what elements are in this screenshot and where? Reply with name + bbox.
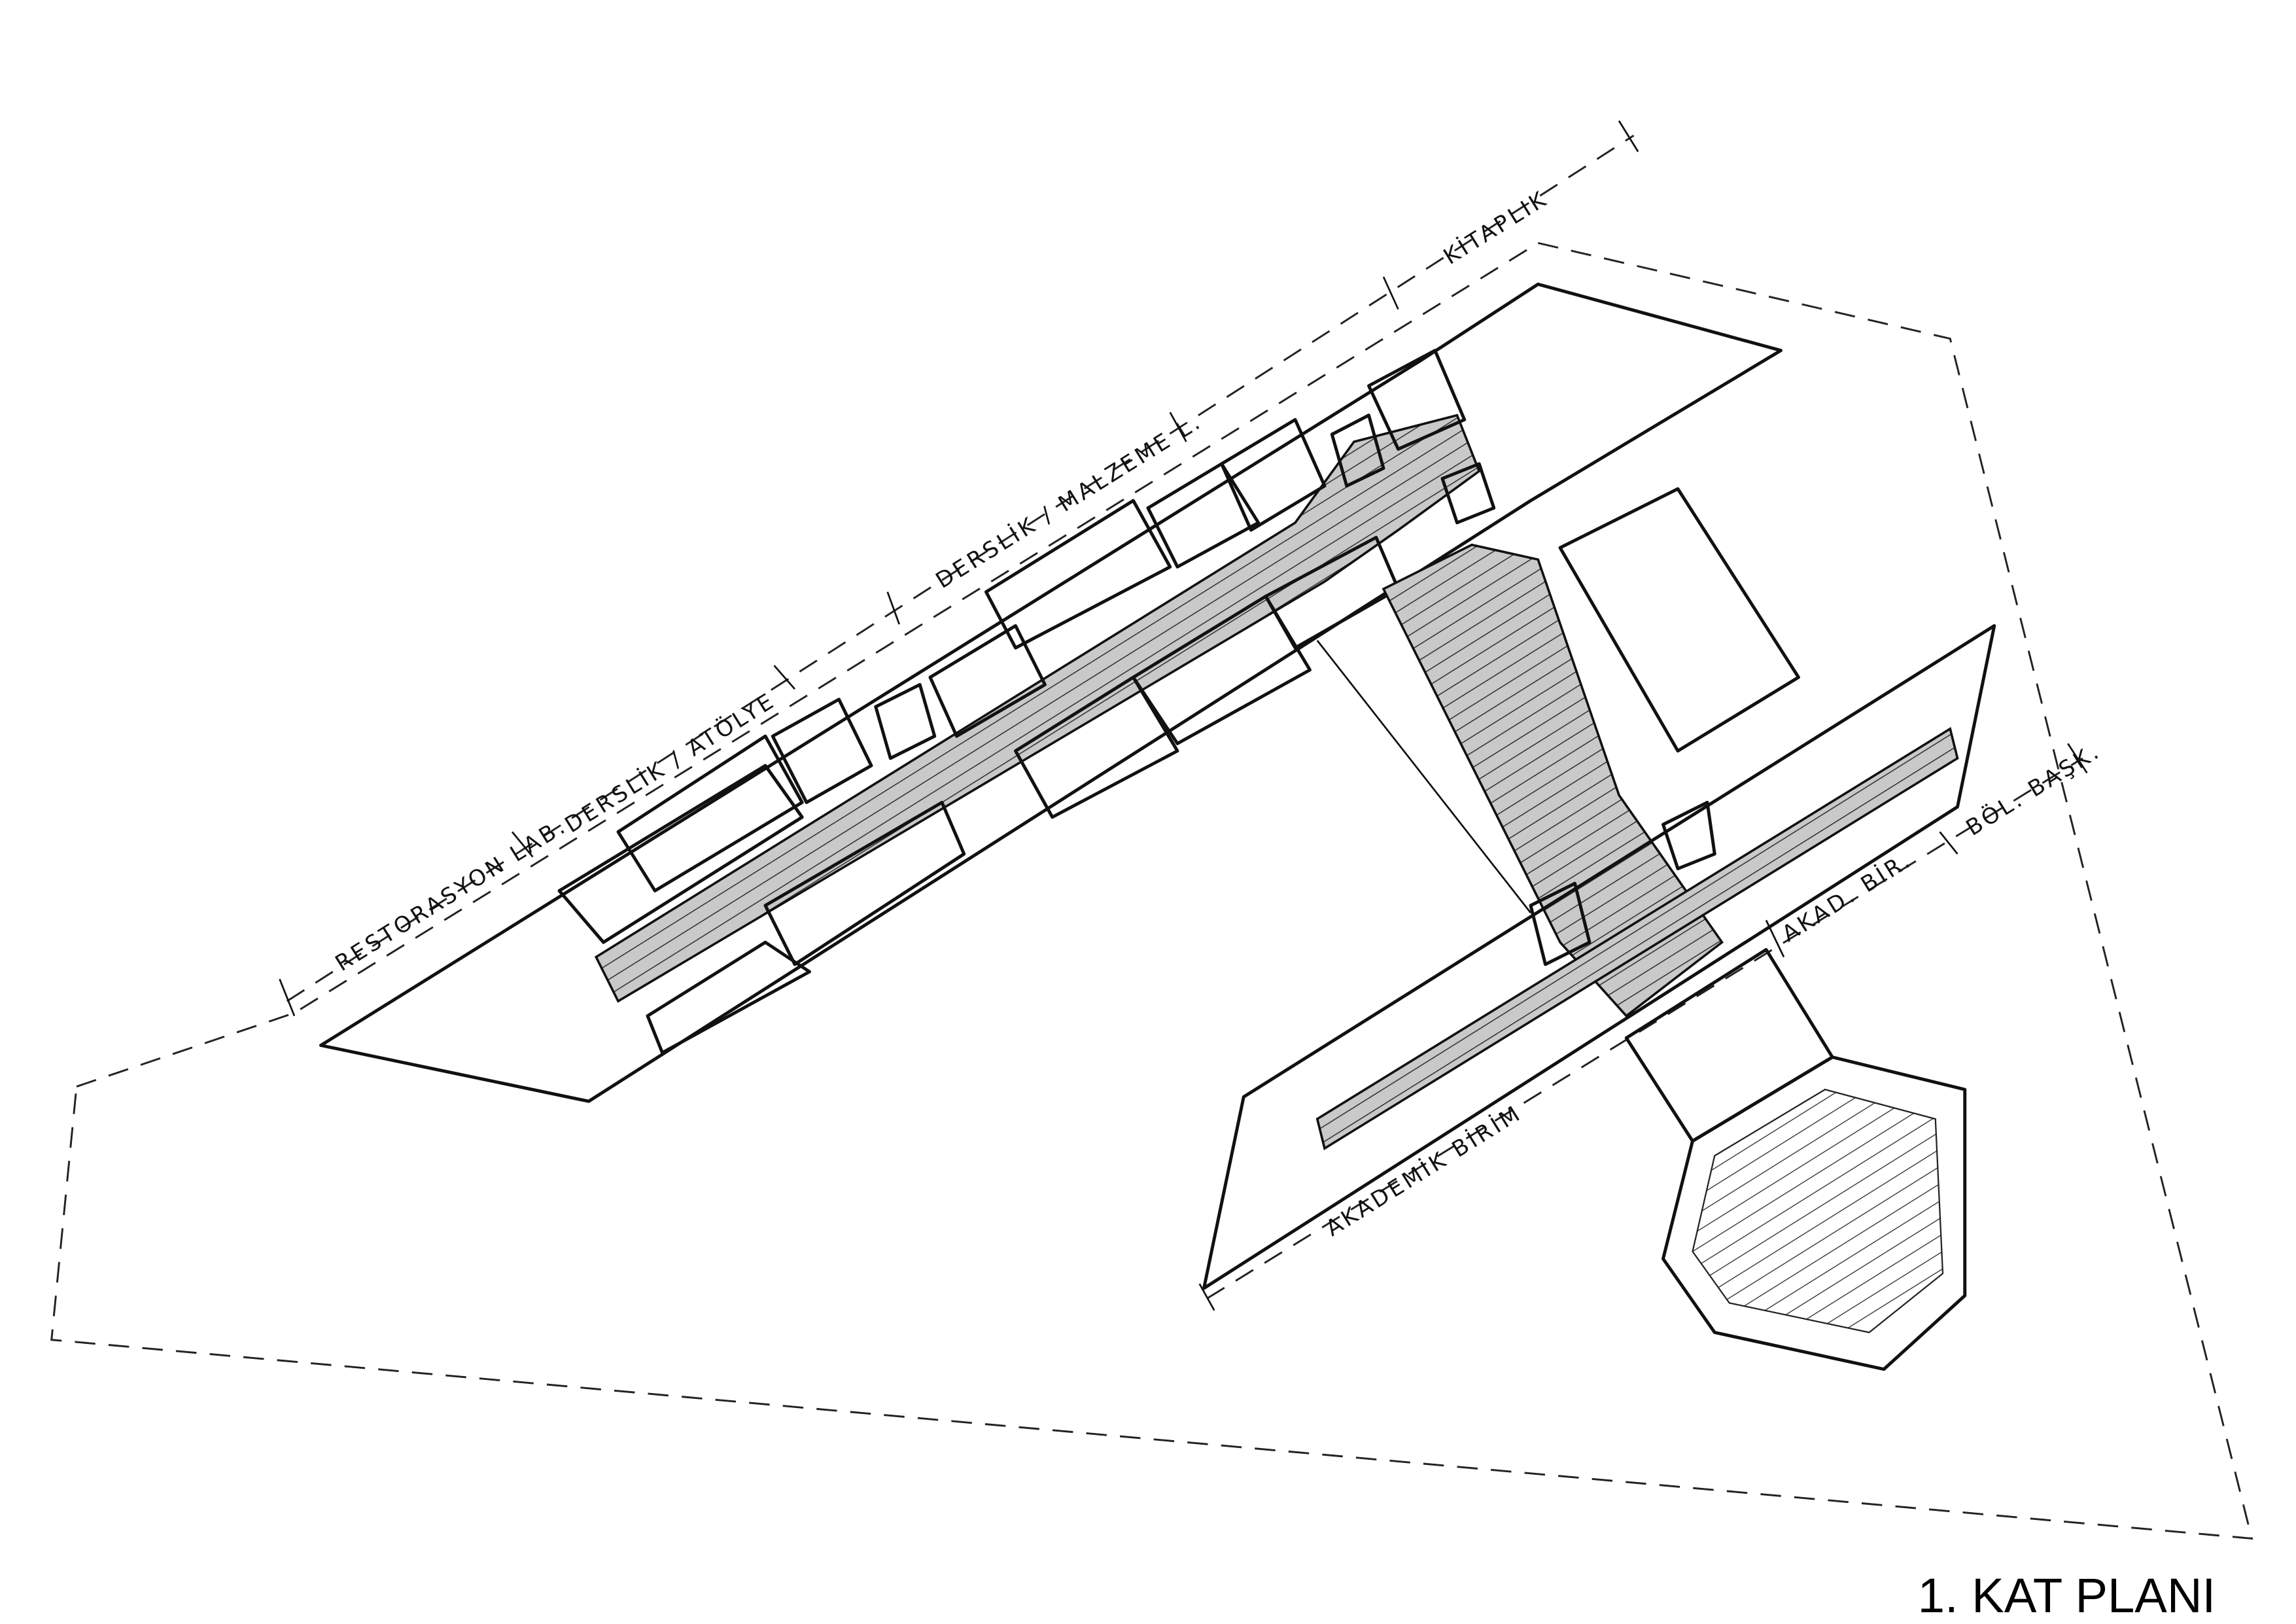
stair-2: [1330, 414, 1385, 488]
main-wing: [319, 282, 1783, 1103]
site-boundary: [50, 241, 2253, 1540]
stair-1: [874, 682, 937, 760]
central-spine: [1316, 462, 1800, 1018]
central-corridor: [1382, 543, 1724, 1018]
auditorium: [1624, 947, 1967, 1371]
dimension-lines: [279, 120, 2088, 1311]
label-derslik-atolye: DERSLİK / ATÖLYE: [560, 686, 780, 838]
plan-title: 1. KAT PLANI: [1918, 1568, 2216, 1623]
label-bol-bask: BÖL. BAŞK.: [1961, 737, 2105, 840]
label-restorasyon-lab: RESTORASYON LAB.: [331, 813, 572, 976]
main-corridor: [594, 414, 1481, 1003]
label-derslik-malzeme: DERSLİK / MALZEME L.: [931, 408, 1207, 593]
label-akad-bir: AKAD. BİR.: [1777, 847, 1917, 947]
courtyard: [1558, 487, 1800, 753]
academic-corridor: [1315, 727, 1959, 1150]
label-kitaplik: KİTAPLIK: [1439, 185, 1553, 270]
academic-wing: [1202, 624, 1996, 1290]
